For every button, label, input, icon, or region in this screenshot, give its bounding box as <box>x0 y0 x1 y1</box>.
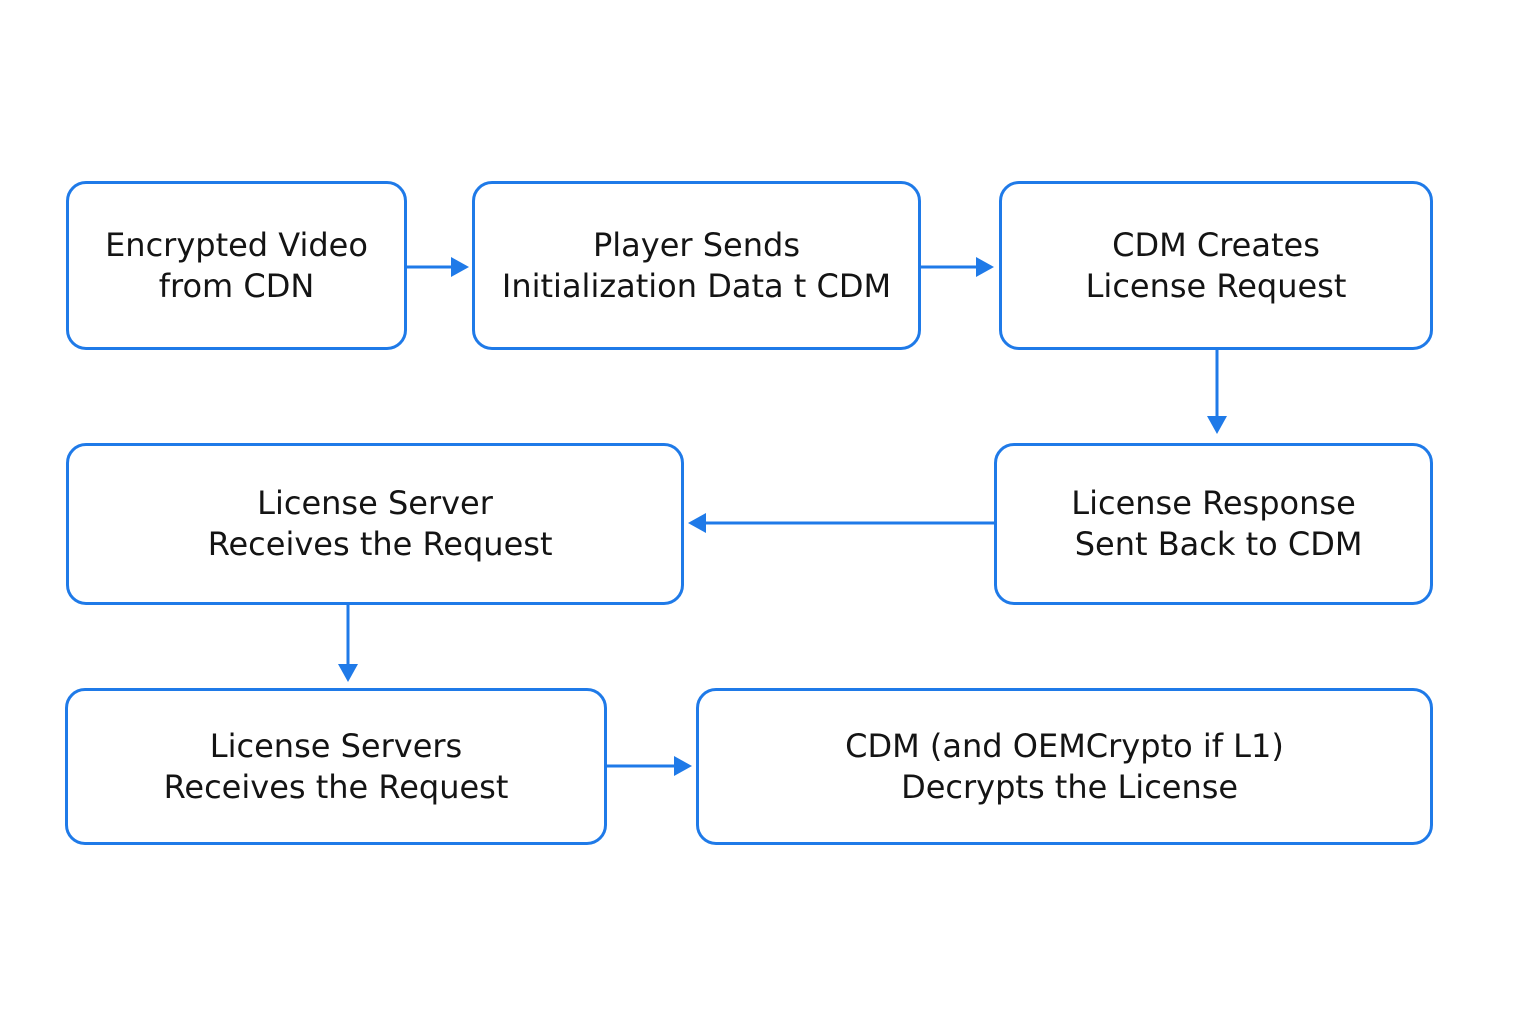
node-license-server: License Server Receives the Request <box>66 443 684 605</box>
node-label-line: Player Sends <box>592 225 800 264</box>
node-label-line: Receives the Request <box>197 525 553 563</box>
node-license-response: License Response Sent Back to CDM <box>994 443 1433 605</box>
arrowhead-cdm-to-response <box>1207 416 1227 434</box>
node-license-servers: License Servers Receives the Request <box>65 688 607 845</box>
node-cdm-decrypts: CDM (and OEMCrypto if L1) Decrypts the L… <box>696 688 1433 845</box>
node-label-line: Decrypts the License <box>890 767 1239 806</box>
node-label-line: Sent Back to CDM <box>1064 525 1363 563</box>
node-player-sends: Player Sends Initialization Data t CDM <box>472 181 921 350</box>
node-label-line: from CDN <box>158 266 315 305</box>
node-label-line: Receives the Request <box>163 767 509 806</box>
arrowhead-servers-to-decrypts <box>674 756 692 776</box>
node-label-line: Initialization Data t CDM <box>501 266 892 305</box>
arrowhead-response-to-server <box>688 513 706 533</box>
node-label-line: License Server <box>257 484 493 522</box>
node-label-line: License Request <box>1085 266 1347 305</box>
arrowhead-encrypted-to-player <box>451 257 469 277</box>
arrowhead-player-to-cdm <box>976 257 994 277</box>
node-encrypted-video: Encrypted Video from CDN <box>66 181 407 350</box>
node-label-line: Encrypted Video <box>105 225 368 264</box>
node-cdm-creates: CDM Creates License Request <box>999 181 1433 350</box>
node-label-line: License Servers <box>209 726 463 765</box>
node-label-line: CDM (and OEMCrypto if L1) <box>845 726 1284 765</box>
node-label-line: License Response <box>1071 484 1356 522</box>
node-label-line: CDM Creates <box>1112 225 1320 264</box>
arrowhead-server-to-servers <box>338 664 358 682</box>
